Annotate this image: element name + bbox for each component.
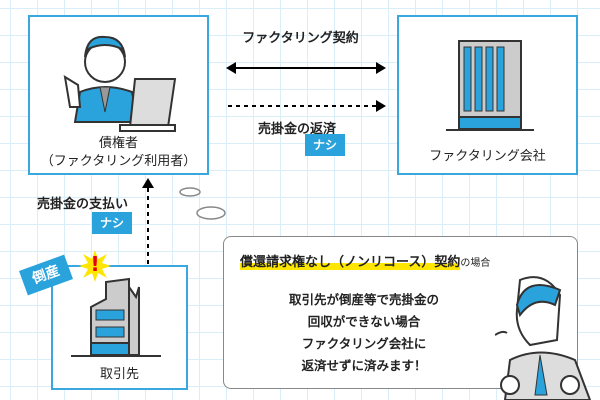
repayment-label: 売掛金の返済: [258, 122, 337, 137]
callout-heading: 償還請求権なし（ノンリコース）契約の場合: [240, 251, 490, 270]
contract-double-arrow: [226, 62, 386, 74]
repayment-none-tag: ナシ: [305, 134, 345, 156]
company-box: ファクタリング会社: [397, 15, 578, 175]
thought-bubble-icon: [179, 187, 226, 220]
collapsed-building-icon: [71, 277, 161, 357]
payment-none-tag: ナシ: [92, 212, 132, 234]
callout-body: 取引先が倒産等で売掛金の 回収ができない場合 ファクタリング会社に 返済せずに済…: [264, 289, 464, 377]
payment-dashed-arrow: [142, 178, 154, 268]
office-building-icon: [446, 40, 534, 131]
client-box: 取引先: [51, 265, 188, 390]
user-box: 債権者 （ファクタリング利用者）: [28, 15, 209, 175]
alert-burst-icon: [79, 250, 111, 282]
client-title: 取引先: [99, 367, 139, 382]
repayment-dashed-arrow: [228, 100, 386, 112]
alert-mark: !: [90, 252, 100, 276]
contract-label: ファクタリング契約: [242, 31, 359, 46]
callout-line: 取引先が倒産等で売掛金の: [288, 292, 439, 307]
payment-label: 売掛金の支払い: [37, 197, 129, 212]
user-subtitle: （ファクタリング利用者）: [40, 154, 197, 169]
company-title: ファクタリング会社: [429, 149, 546, 164]
callout-heading-suffix: の場合: [460, 258, 491, 269]
businessman-laptop-icon: [63, 35, 177, 132]
worried-businessman-icon: [495, 276, 592, 400]
callout-line: ファクタリング会社に: [301, 336, 427, 351]
user-title: 債権者: [98, 136, 138, 151]
callout-line: 返済せずに済みます！: [301, 358, 427, 373]
callout-line: 回収ができない場合: [307, 314, 421, 329]
callout-heading-main: 償還請求権なし（ノンリコース）契約: [240, 255, 461, 270]
